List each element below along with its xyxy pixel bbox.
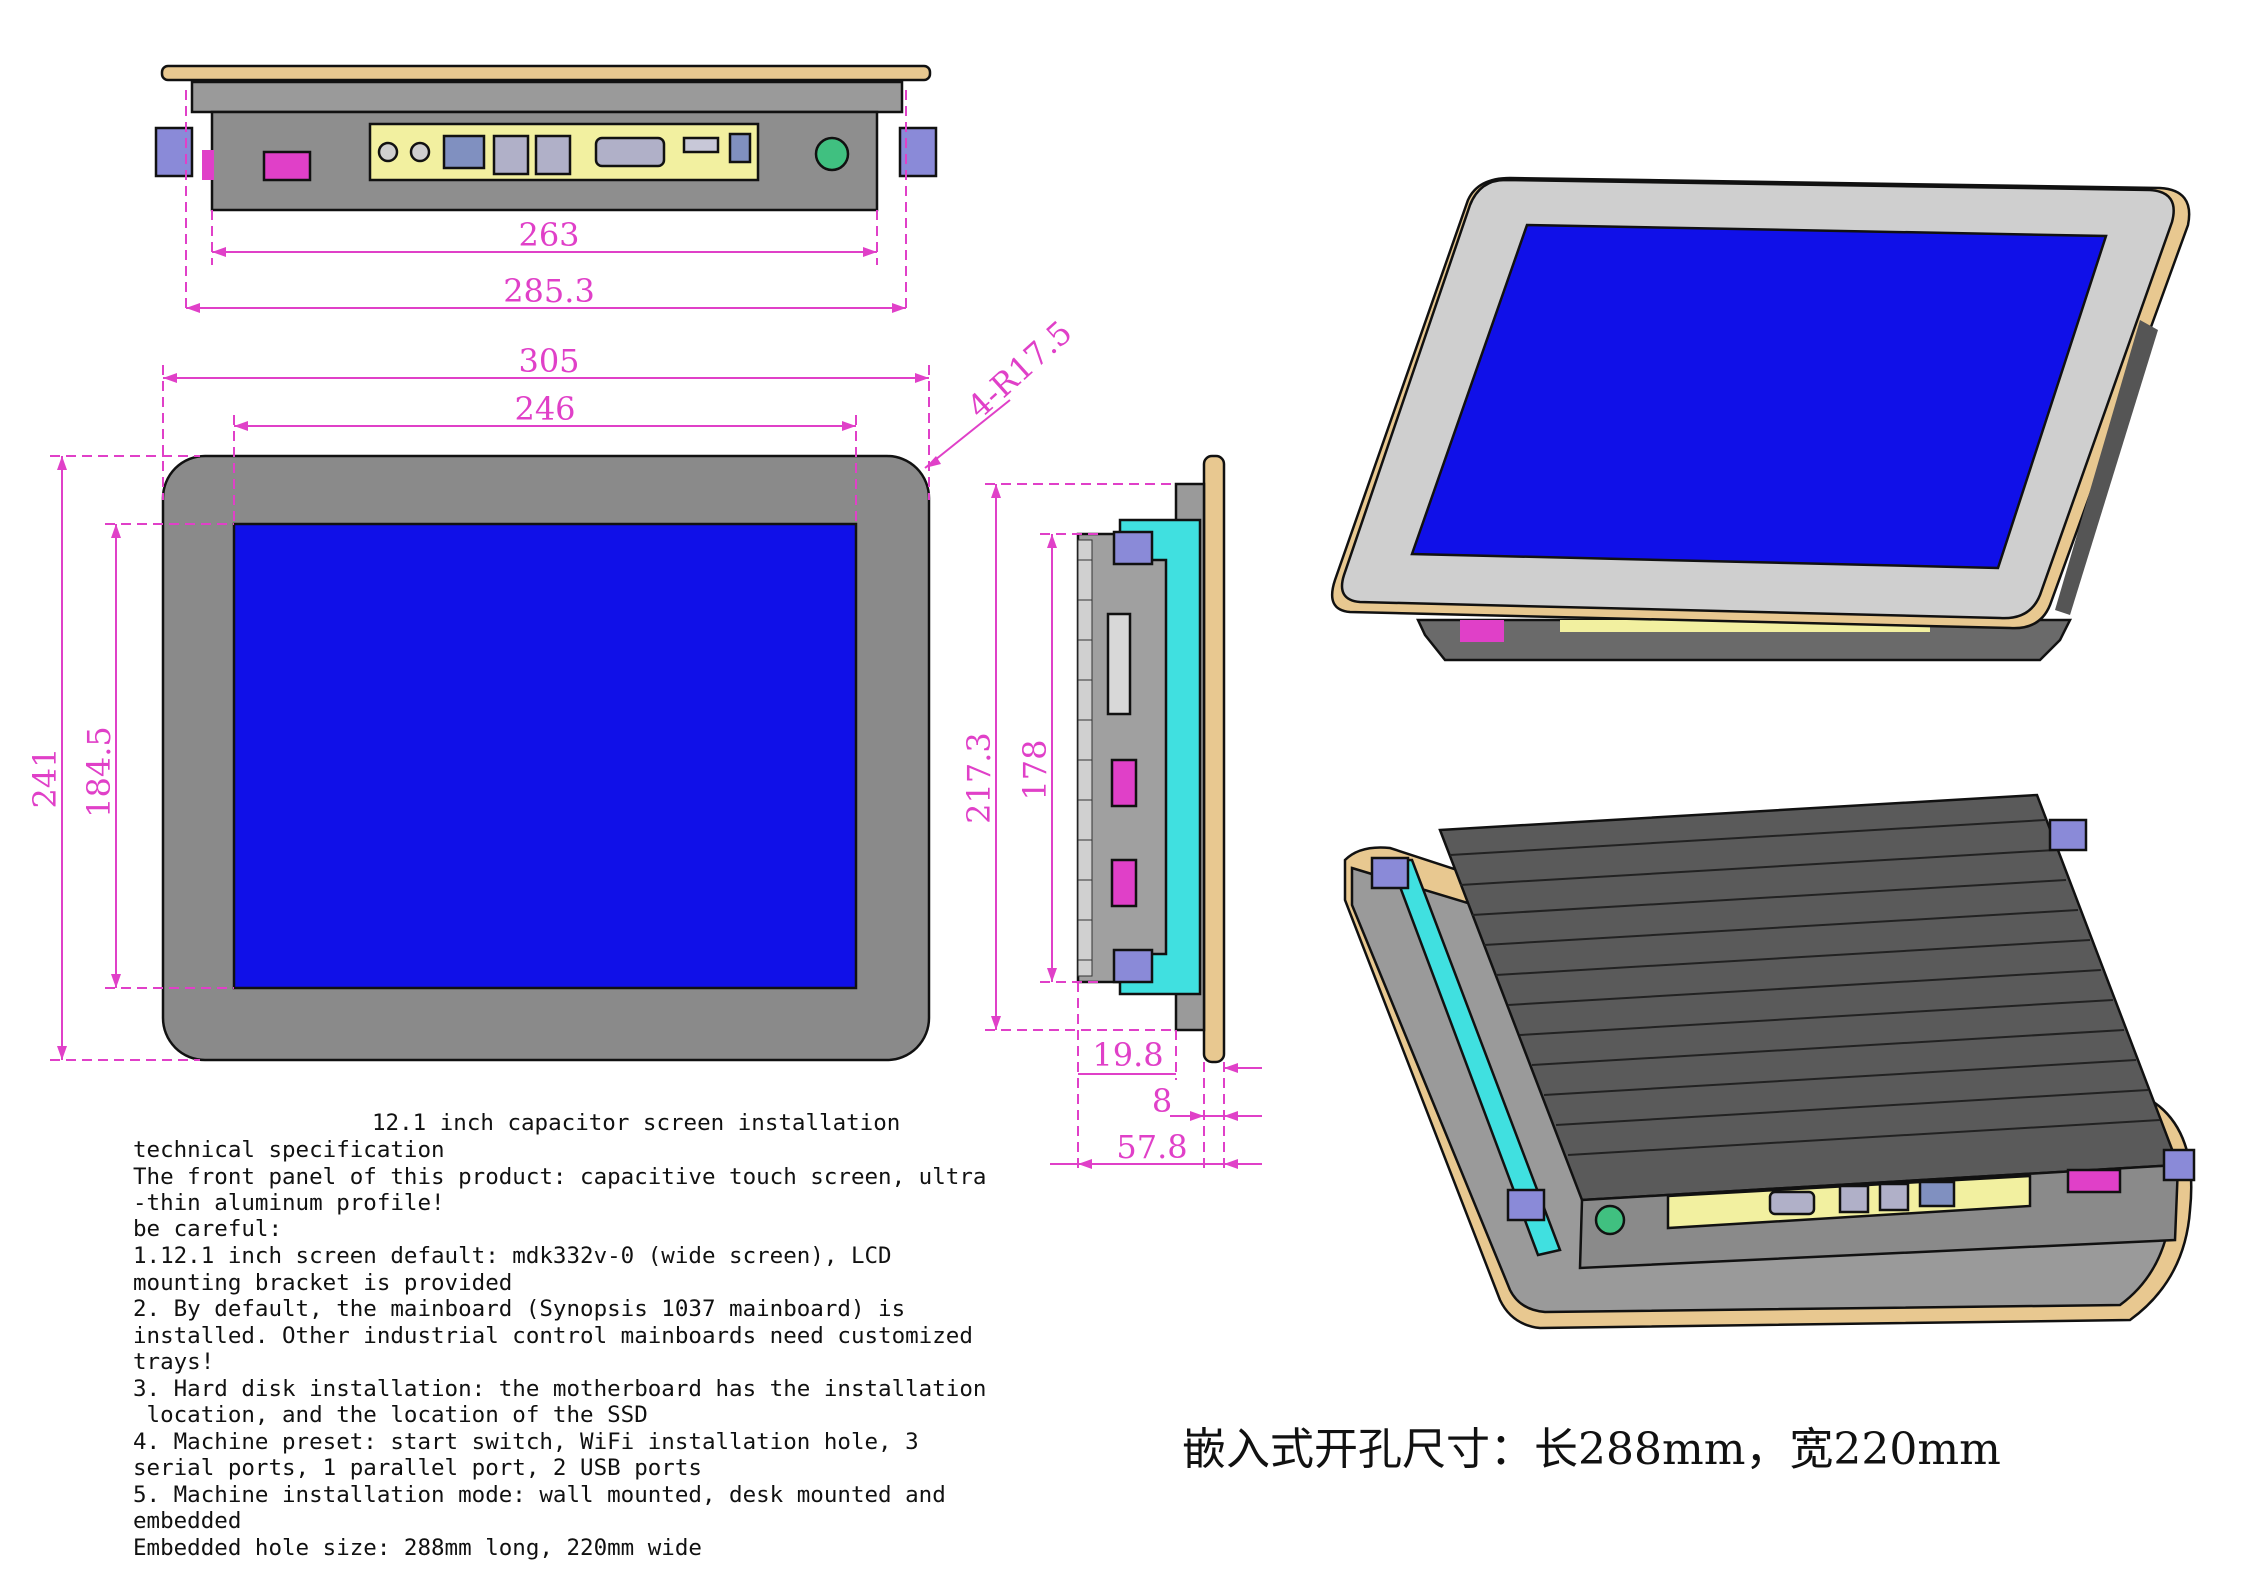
dim-front-width: 305 (518, 342, 579, 380)
mount-bracket-left-icon (154, 126, 194, 178)
iso-serial-port-icon (1460, 620, 1504, 642)
side-port-icon (202, 150, 214, 180)
usb-port-icon (492, 134, 530, 176)
dim-front-height: 241 (26, 747, 64, 808)
spec-line: Embedded hole size: 288mm long, 220mm wi… (133, 1535, 702, 1561)
iso-lan-port-icon (1918, 1180, 1956, 1208)
isometric-back-view (1343, 793, 2196, 1330)
iso-serial-port-icon (2066, 1168, 2122, 1194)
hdmi-port-icon (682, 136, 720, 154)
dim-side-height: 217.3 (960, 732, 998, 824)
dc-port-icon (728, 132, 752, 164)
dim-depth-total: 57.8 (1116, 1128, 1187, 1166)
spec-line: -thin aluminum profile! (133, 1190, 445, 1216)
spec-line: embedded (133, 1508, 241, 1534)
lan-port-icon (442, 134, 486, 170)
spec-line: The front panel of this product: capacit… (133, 1164, 986, 1190)
audio-port-icon (409, 141, 431, 163)
usb-port-icon (534, 134, 572, 176)
spec-line: be careful: (133, 1216, 282, 1242)
spec-line: 1.12.1 inch screen default: mdk332v-0 (w… (133, 1243, 892, 1269)
isometric-front-view (1330, 176, 2191, 662)
dim-depth-b: 8 (1152, 1082, 1172, 1120)
dim-top-outer: 285.3 (503, 272, 595, 310)
dim-screen-width: 246 (514, 390, 575, 428)
iso-clamp-icon (1506, 1188, 1546, 1222)
iso-clamp-icon (2048, 818, 2088, 852)
spec-line: mounting bracket is provided (133, 1270, 512, 1296)
heatsink-fins (1077, 539, 1093, 977)
spec-line: 5. Machine installation mode: wall mount… (133, 1482, 946, 1508)
serial-port-icon (262, 150, 312, 182)
mount-bracket-right-icon (898, 126, 938, 178)
power-button-icon (814, 136, 850, 172)
iso-vga-port-icon (1768, 1190, 1816, 1216)
spec-block: 12.1 inch capacitor screen installation … (133, 1110, 986, 1561)
side-serial-port-icon (1110, 858, 1138, 908)
spec-line: serial ports, 1 parallel port, 2 USB por… (133, 1455, 702, 1481)
spec-line: 2. By default, the mainboard (Synopsis 1… (133, 1296, 905, 1322)
side-frame-edge (1202, 454, 1226, 1064)
top-frame-edge (160, 64, 932, 82)
spec-line: trays! (133, 1349, 214, 1375)
vga-port-icon (594, 136, 666, 168)
spec-line: 4. Machine preset: start switch, WiFi in… (133, 1429, 919, 1455)
dim-top-inner: 263 (518, 216, 579, 254)
spec-line: technical specification (133, 1137, 445, 1163)
iso-usb-port-icon (1878, 1182, 1910, 1212)
spec-line: 3. Hard disk installation: the motherboa… (133, 1376, 986, 1402)
iso-usb-port-icon (1838, 1184, 1870, 1214)
chinese-caption: 嵌入式开孔尺寸：长288mm，宽220mm (1182, 1424, 2001, 1475)
dim-screen-height: 184.5 (80, 726, 118, 818)
clamp-bottom-icon (1112, 948, 1154, 984)
iso-heatsink-edge (2055, 320, 2158, 615)
ssd-slot-icon (1106, 612, 1132, 716)
audio-port-icon (377, 141, 399, 163)
iso-screen (1410, 223, 2108, 570)
spec-line: location, and the location of the SSD (133, 1402, 648, 1428)
front-view: 305 246 4-R17.5 241 184.5 (26, 313, 1079, 1062)
dim-depth-a: 19.8 (1092, 1036, 1163, 1074)
spec-line: installed. Other industrial control main… (133, 1323, 973, 1349)
front-screen (232, 522, 858, 990)
side-serial-port-icon (1110, 758, 1138, 808)
top-view: 263 285.3 (154, 64, 938, 313)
iso-clamp-icon (1370, 856, 1410, 890)
clamp-top-icon (1112, 530, 1154, 566)
dim-corner-radius: 4-R17.5 (960, 313, 1079, 426)
iso-power-button-icon (1594, 1204, 1626, 1236)
iso-clamp-icon (2162, 1148, 2196, 1182)
side-body (1076, 532, 1178, 984)
dim-side-inner: 178 (1016, 739, 1054, 800)
side-view: 217.3 178 19.8 8 57.8 (960, 454, 1262, 1169)
iso-heatsink-fins (1449, 819, 2161, 1156)
spec-title: 12.1 inch capacitor screen installation (372, 1110, 900, 1136)
top-body-upper (190, 80, 904, 114)
